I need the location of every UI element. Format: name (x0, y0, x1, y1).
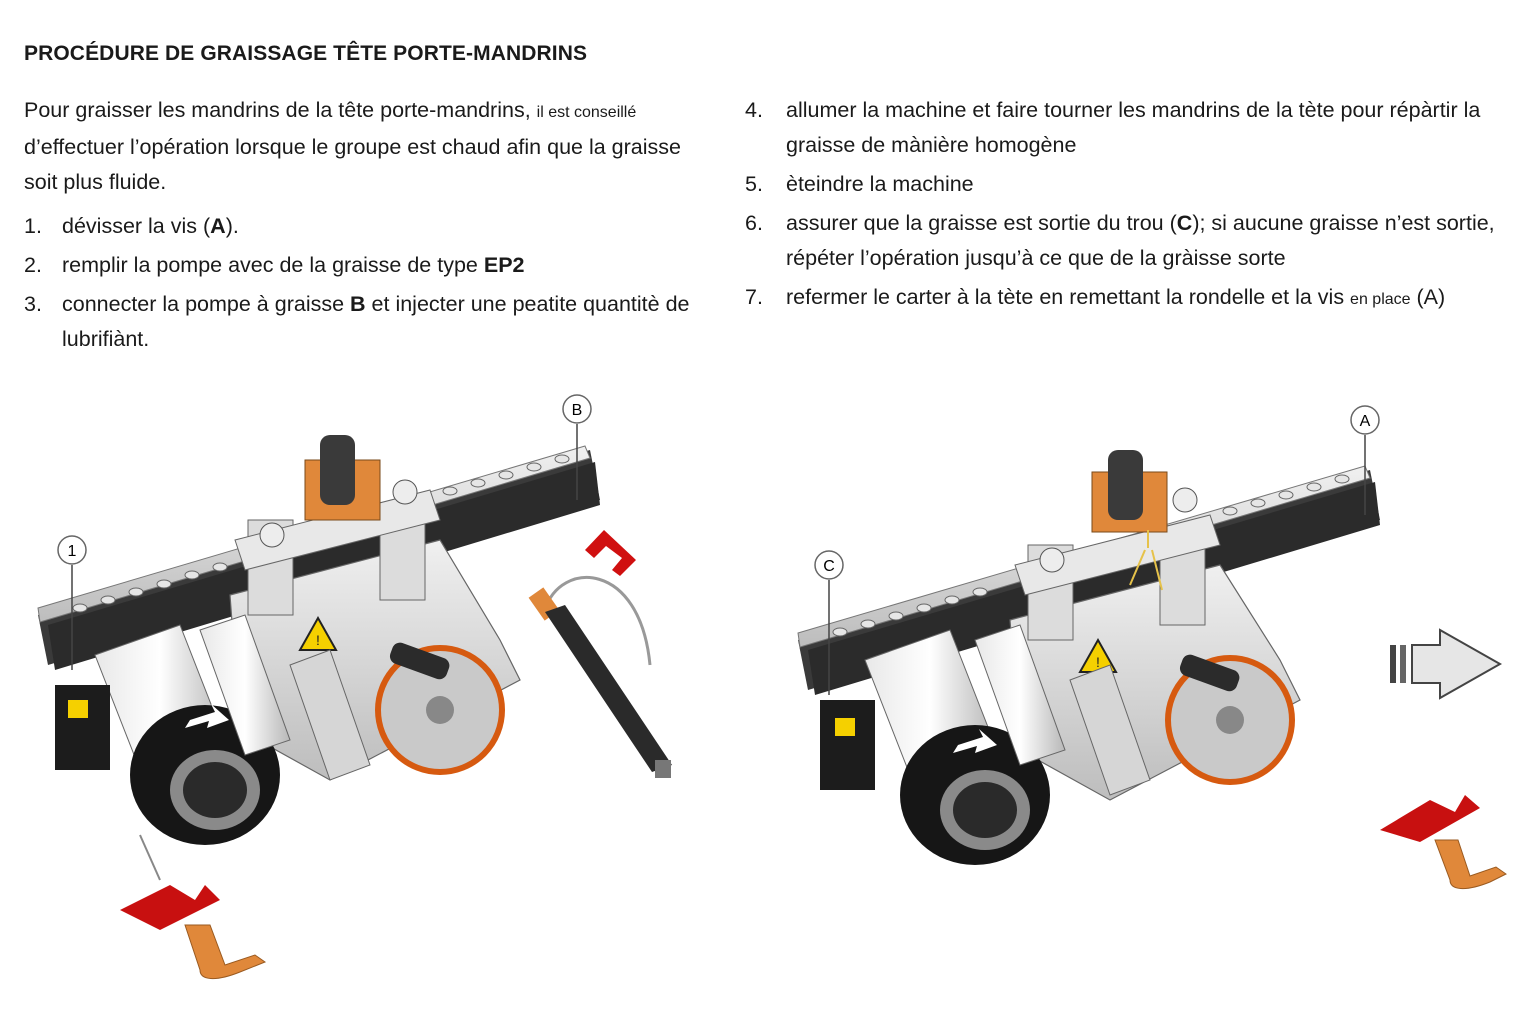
saw-blade (375, 642, 505, 775)
callout-c: C (814, 550, 844, 695)
cylinder (199, 614, 371, 781)
step-number: 6. (745, 211, 763, 235)
step-item: 5. èteindre la machine (745, 167, 1535, 202)
step-text-end: (A) (1410, 285, 1446, 309)
machine-drawing-left: ! 1 B (37, 394, 672, 979)
step-text: connecter la pompe à graisse (62, 292, 351, 316)
svg-text:B: B (572, 402, 583, 419)
svg-text:!: ! (1096, 654, 1100, 670)
step-item: 4. allumer la machine et faire tourner le… (745, 93, 1535, 163)
step-bold: A (210, 214, 226, 238)
step-bold: C (1176, 211, 1193, 235)
step-text: dévisser la vis ( (62, 214, 211, 238)
callout-1: 1 (57, 535, 87, 670)
step-item: 2. remplir la pompe avec de la graisse de… (24, 248, 704, 283)
callout-a: A (1350, 405, 1380, 515)
cylinder (974, 624, 1151, 796)
callout-b: B (562, 394, 592, 500)
intro-rest: d’effectuer l’opération lorsque le group… (24, 135, 681, 194)
svg-text:C: C (823, 558, 835, 575)
clamp-handle (320, 435, 355, 505)
svg-text:1: 1 (68, 543, 77, 560)
steps-list-right: 4. allumer la machine et faire tourner le… (745, 93, 1535, 321)
step-number: 4. (745, 98, 763, 122)
step-text-end: et injecter une peatite quantitè de lubr… (62, 292, 690, 351)
grease-splash-icon (1129, 530, 1163, 591)
electric-motor (820, 629, 1050, 865)
step-text: assurer que la graisse est sortie du tro… (786, 211, 1177, 235)
warning-triangle-icon: ! (298, 615, 338, 651)
intro-main: Pour graisser les mandrins de la tête po… (24, 98, 537, 122)
machine-body (1009, 450, 1301, 801)
clamp-handle (1108, 450, 1143, 520)
rotation-arrow-icon (185, 704, 229, 728)
electric-motor (55, 624, 280, 845)
machine-body (229, 435, 521, 781)
svg-text:A: A (1360, 413, 1371, 430)
allen-key-tool-icon (120, 834, 267, 979)
next-step-arrow-icon (1390, 628, 1503, 700)
step-number: 2. (24, 253, 42, 277)
step-item: 1. dévisser la vis (A). (24, 209, 704, 244)
page-title: PROCÉDURE DE GRAISSAGE TÊTE PORTE-MANDRI… (24, 42, 588, 65)
step-text-end: ); si aucune graisse n’est sortie, répét… (786, 211, 1495, 270)
intro-paragraph: Pour graisser les mandrins de la tête po… (24, 93, 704, 200)
intro-small: il est conseillé (536, 104, 637, 121)
steps-list-left: 1. dévisser la vis (A). 2. remplir la pomp… (24, 209, 704, 361)
step-number: 5. (745, 172, 763, 196)
step-text: allumer la machine et faire tourner les … (786, 98, 1481, 157)
grease-gun-icon (528, 576, 672, 778)
rotation-arrow-icon (953, 729, 997, 753)
svg-text:!: ! (316, 632, 320, 648)
step-item: 7. refermer le carter à la tète en remett… (745, 280, 1535, 317)
step-text: refermer le carter à la tète en remettan… (786, 285, 1351, 309)
step-item: 6. assurer que la graisse est sortie du t… (745, 206, 1535, 276)
step-small: en place (1350, 291, 1411, 308)
step-item: 3. connecter la pompe à graisse B et inje… (24, 287, 704, 357)
red-arrow-icon (585, 530, 636, 576)
chuck-row (832, 474, 1350, 637)
allen-key-tool-icon (1380, 795, 1507, 889)
saw-blade (1165, 654, 1295, 785)
step-bold: EP2 (483, 253, 525, 277)
step-number: 7. (745, 285, 763, 309)
step-text: remplir la pompe avec de la graisse de t… (62, 253, 484, 277)
step-text-end: ). (225, 214, 239, 238)
machine-drawing-right: ! C A (797, 405, 1507, 889)
step-number: 1. (24, 214, 42, 238)
step-text: èteindre la machine (786, 172, 974, 196)
step-bold: B (350, 292, 366, 316)
step-number: 3. (24, 292, 42, 316)
chuck-row (72, 454, 570, 613)
